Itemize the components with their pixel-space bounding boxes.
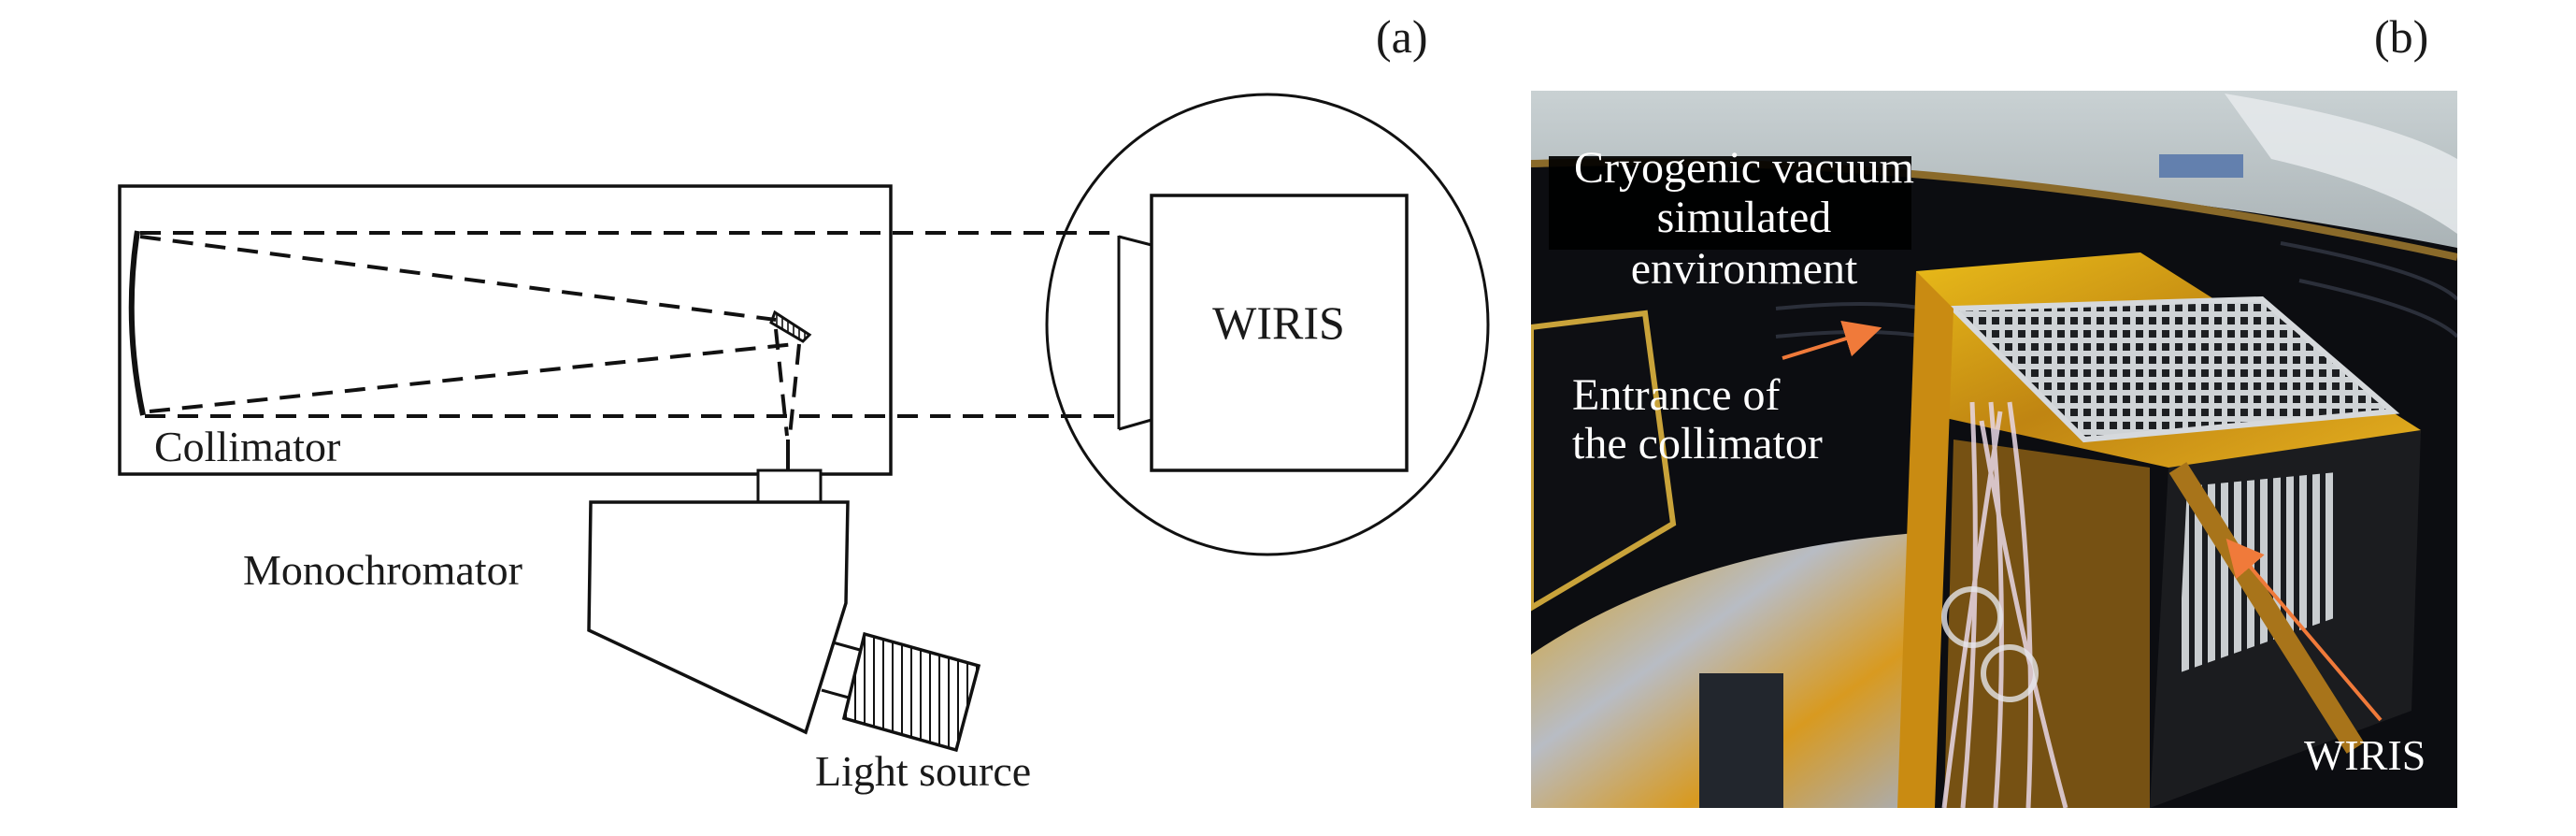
- wiring-harness: [1941, 401, 2068, 808]
- wiris-photo-label: WIRIS: [2304, 731, 2426, 779]
- monochromator-exit-slit: [756, 468, 823, 504]
- light-path-rays: [139, 231, 1119, 470]
- wiris-diagonal-strut: [2168, 462, 2365, 754]
- cable-coil: [1941, 586, 2003, 648]
- floor-block: [1699, 673, 1783, 808]
- left-structure: [1531, 310, 1677, 612]
- collimator-label: Collimator: [154, 423, 340, 470]
- ray-fold-right: [788, 343, 801, 437]
- monochromator-body: [587, 500, 850, 735]
- environment-label-line1: Cryogenic vacuum: [1574, 143, 1914, 193]
- monochromator-label: Monochromator: [243, 546, 522, 594]
- panel-b-photo: (b): [1531, 10, 2457, 808]
- wiris-arrow: [2225, 538, 2383, 722]
- entrance-arrow: [1782, 320, 1882, 360]
- wiris-front-face: [1944, 440, 2150, 808]
- collimator-housing: [118, 184, 893, 476]
- annotation-backing: [1549, 156, 1911, 250]
- wiris-front-post: [1897, 271, 1953, 808]
- technician: [2225, 94, 2457, 234]
- wiris-top-radiator: [1946, 295, 2400, 443]
- panel-b-label: (b): [2374, 10, 2428, 63]
- chamber-floor-mli: [1531, 533, 1916, 808]
- entrance-label-line2: the collimator: [1572, 419, 1823, 468]
- blue-equipment: [2159, 154, 2243, 178]
- environment-label-line3: environment: [1631, 244, 1858, 294]
- environment-label-line2: simulated: [1657, 193, 1832, 242]
- collimator-primary-mirror: [128, 230, 146, 416]
- ray-fold-left: [774, 328, 789, 437]
- light-source-connector: [821, 641, 861, 699]
- ray-bottom-converging: [149, 342, 795, 413]
- fold-mirror: [769, 310, 812, 343]
- instrument-entrance-baffle: [1117, 235, 1152, 431]
- light-source-label: Light source: [815, 747, 1031, 795]
- ray-top-converging: [139, 235, 777, 322]
- wiris-label: WIRIS: [1212, 296, 1345, 349]
- light-source: [841, 631, 981, 753]
- cable-coil: [1981, 644, 2039, 702]
- chamber-photo: Cryogenic vacuum simulated environment E…: [1531, 91, 2457, 808]
- wiris-instrument-box: [1150, 194, 1409, 472]
- lab-ceiling: [1531, 91, 2457, 248]
- detail-magnifier-circle: [1045, 93, 1490, 556]
- panel-a-diagram: (a) Collimator Monochromator: [118, 10, 1490, 795]
- panel-a-label: (a): [1376, 10, 1428, 63]
- entrance-label-line1: Entrance of: [1572, 370, 1781, 420]
